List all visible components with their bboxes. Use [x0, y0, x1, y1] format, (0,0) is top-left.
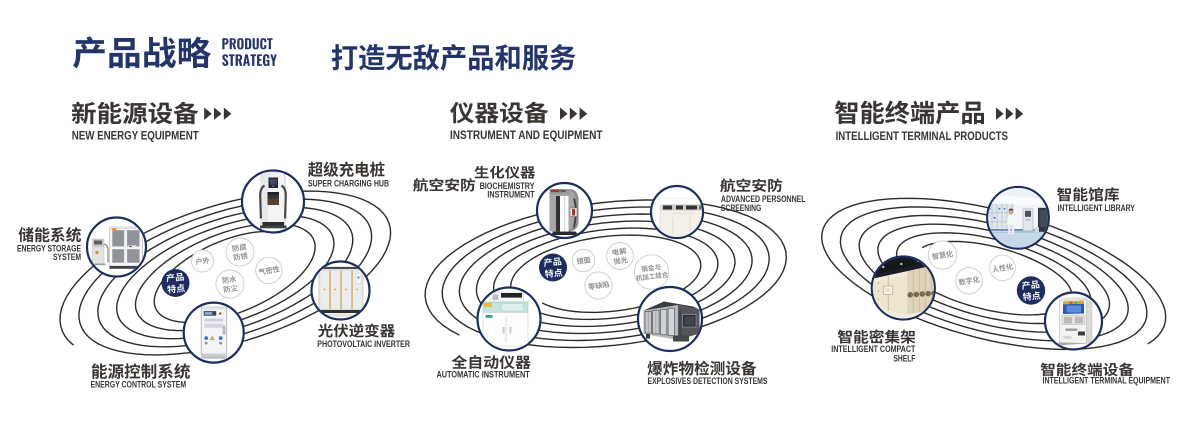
svg-text:INSTRUMENT AND EQUIPMENT: INSTRUMENT AND EQUIPMENT: [450, 128, 603, 142]
svg-text:INTELLIGENT TERMINAL PRODUCTS: INTELLIGENT TERMINAL PRODUCTS: [836, 129, 1009, 143]
svg-text:AUTOMATIC INSTRUMENT: AUTOMATIC INSTRUMENT: [437, 370, 531, 380]
svg-text:ENERGY CONTROL SYSTEM: ENERGY CONTROL SYSTEM: [91, 379, 187, 389]
svg-text:BIOCHEMISTRY: BIOCHEMISTRY: [480, 181, 535, 191]
svg-text:ADVANCED PERSONNEL: ADVANCED PERSONNEL: [721, 194, 806, 204]
svg-text:INTELLIGENT LIBRARY: INTELLIGENT LIBRARY: [1058, 203, 1135, 213]
svg-text:ENERGY STORAGE: ENERGY STORAGE: [17, 243, 81, 253]
svg-text:PHOTOVOLTAIC INVERTER: PHOTOVOLTAIC INVERTER: [317, 339, 410, 350]
svg-text:SUPER CHARGING HUB: SUPER CHARGING HUB: [308, 178, 389, 188]
svg-text:SYSTEM: SYSTEM: [53, 252, 81, 262]
svg-text:EXPLOSIVES DETECTION SYSTEMS: EXPLOSIVES DETECTION SYSTEMS: [648, 376, 768, 386]
svg-text:SHELF: SHELF: [893, 354, 915, 364]
svg-text:SCREENING: SCREENING: [721, 203, 762, 213]
svg-text:NEW ENERGY EQUIPMENT: NEW ENERGY EQUIPMENT: [72, 129, 200, 143]
svg-text:INTELLIGENT COMPACT: INTELLIGENT COMPACT: [831, 344, 915, 354]
svg-text:INSTRUMENT: INSTRUMENT: [487, 190, 535, 200]
svg-text:INTELLIGENT TERMINAL EQUIPMENT: INTELLIGENT TERMINAL EQUIPMENT: [1043, 376, 1171, 386]
